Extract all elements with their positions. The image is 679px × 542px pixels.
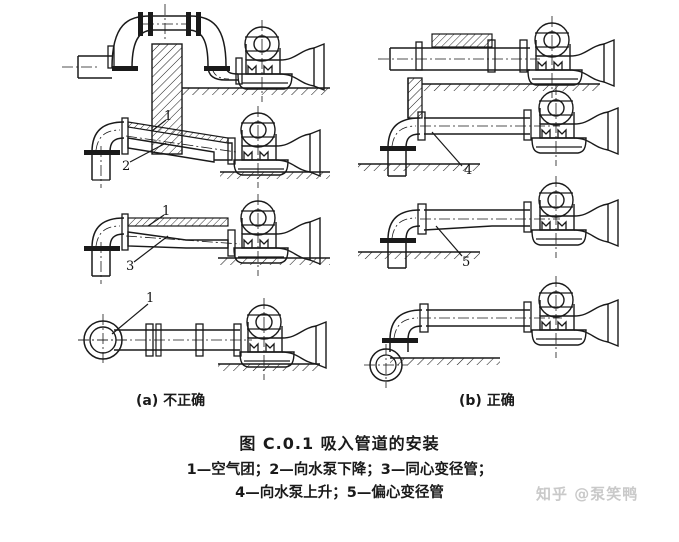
row-2-left-diagram: 1 2 xyxy=(84,105,330,189)
figure-title: 图 C.0.1 吸入管道的安装 xyxy=(239,434,440,453)
callout-1-row4: 1 xyxy=(146,291,154,306)
callout-1-row2: 1 xyxy=(164,109,172,124)
sublabel-incorrect: (a) 不正确 xyxy=(136,393,206,409)
row-1-left-diagram xyxy=(62,4,330,155)
row-4-left-diagram: 1 xyxy=(78,291,327,381)
callout-4-row2: 4 xyxy=(464,163,472,178)
row-3-left-diagram: 1 3 xyxy=(84,193,330,284)
figure-legend-line-1: 1—空气团；2—向水泵下降；3—同心变径管； xyxy=(186,462,493,478)
row-4-right-diagram xyxy=(364,275,619,388)
callout-2-row2: 2 xyxy=(122,159,130,174)
watermark: 知乎 @泵笑鸭 xyxy=(536,485,639,503)
figure-legend-line-2: 4—向水泵上升；5—偏心变径管 xyxy=(235,485,444,501)
callout-5-row3: 5 xyxy=(462,255,470,270)
callout-3-row3: 3 xyxy=(126,259,134,274)
row-3-right-diagram: 5 xyxy=(358,175,619,270)
callout-1-row3: 1 xyxy=(162,204,170,219)
row-2-right-diagram: 4 xyxy=(358,83,619,178)
row-1-right-diagram xyxy=(378,15,615,119)
sublabel-correct: (b) 正确 xyxy=(459,393,515,409)
